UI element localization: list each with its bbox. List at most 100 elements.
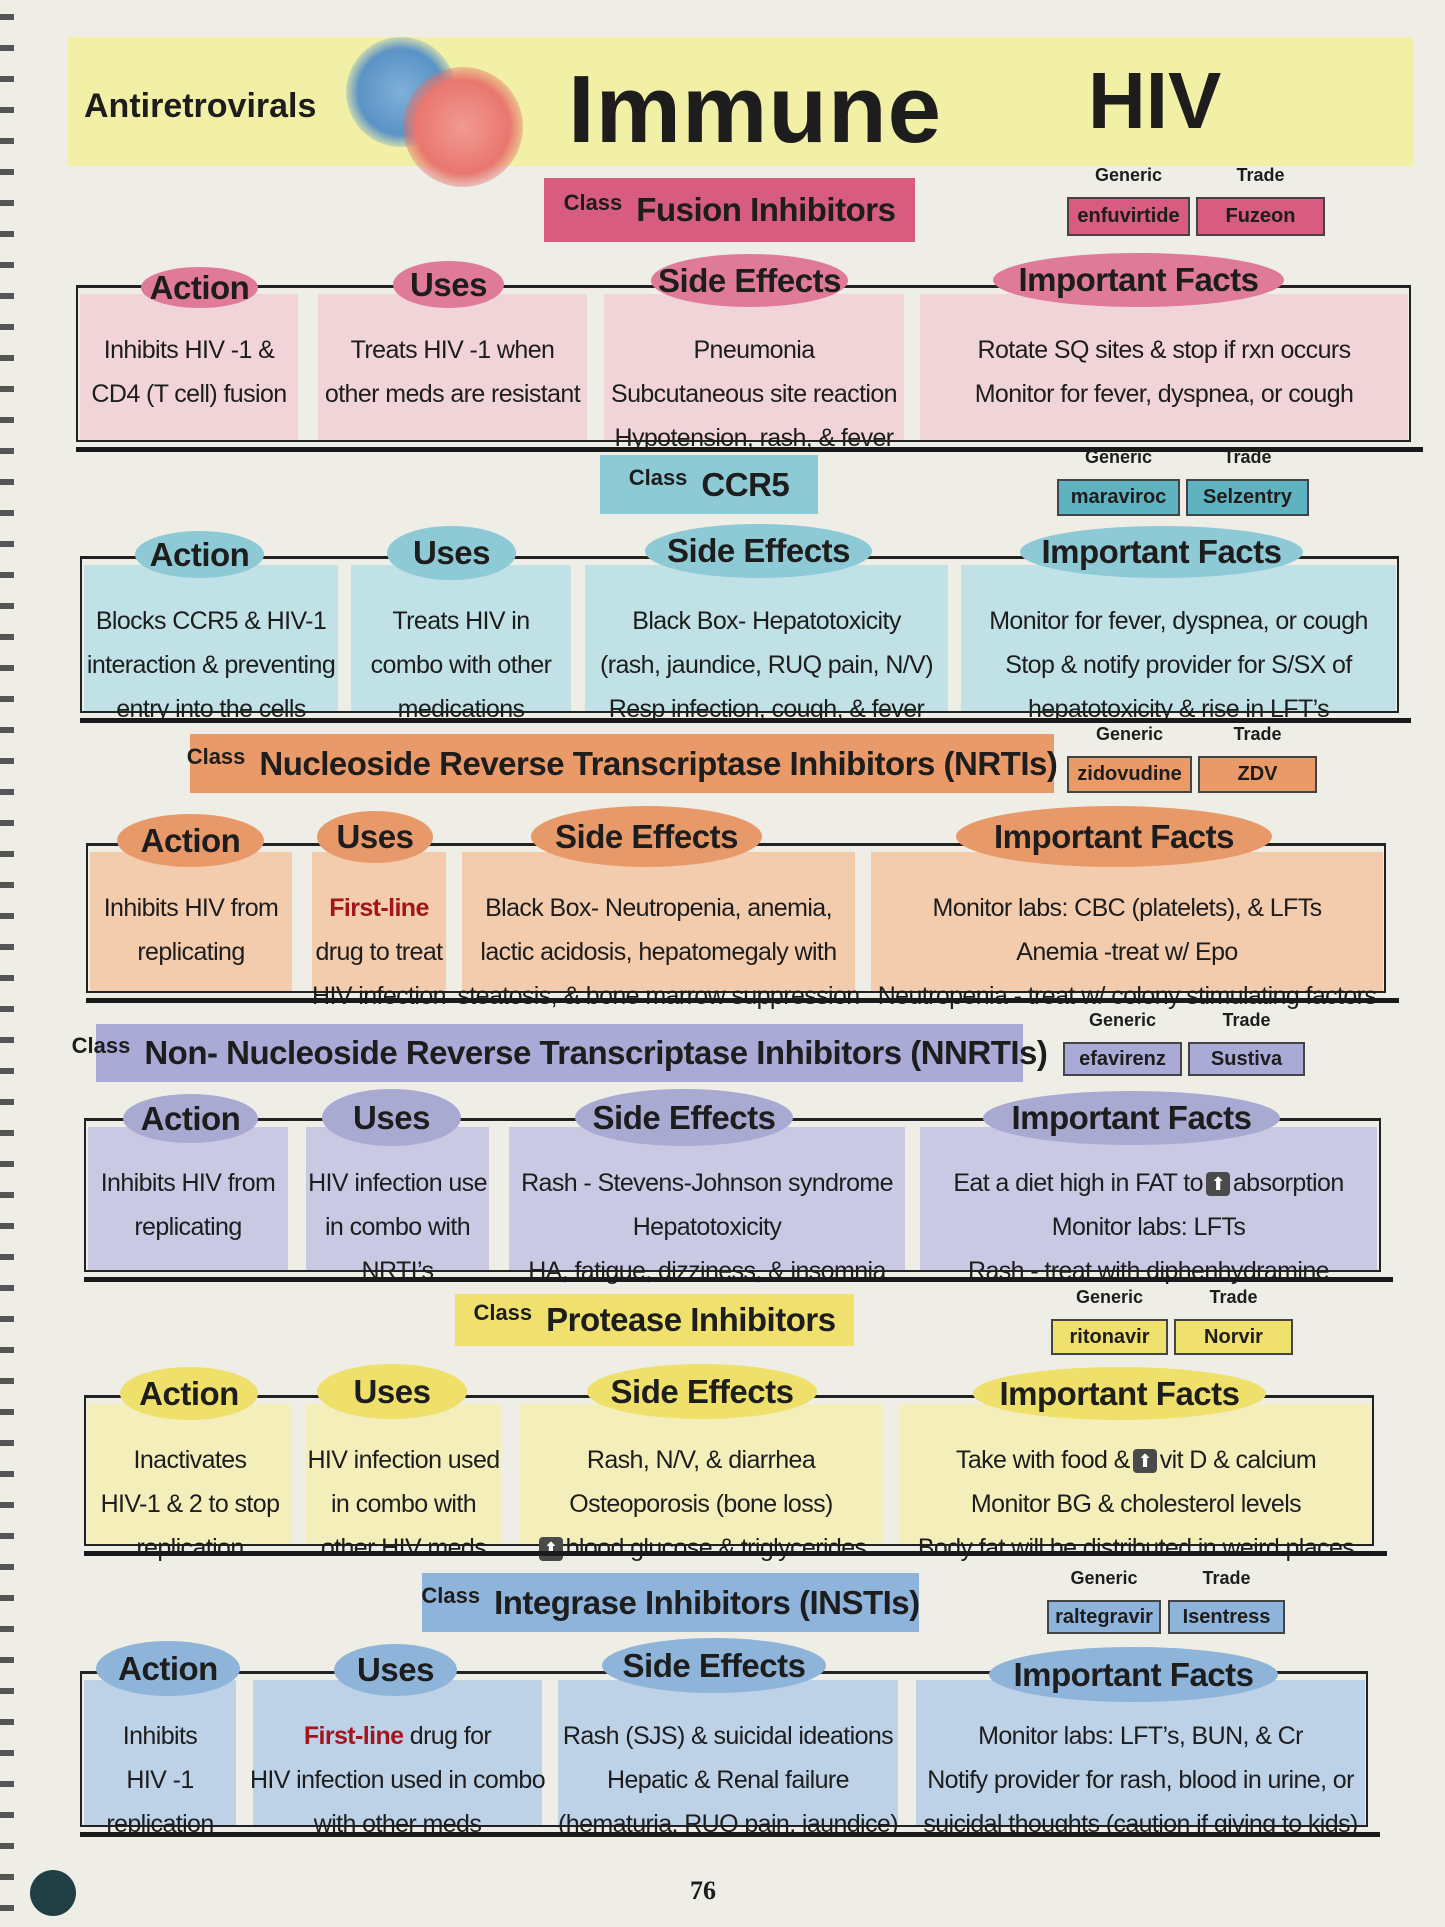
important-facts-heading-pill: Important Facts	[989, 1647, 1278, 1702]
spiral-binding	[0, 0, 14, 1927]
text-segment: Rash - Stevens-Johnson syndrome	[521, 1169, 893, 1197]
side-effects-line: Hypotension, rash, & fever	[615, 416, 895, 460]
uses-heading-pill: Uses	[393, 261, 504, 308]
side-effects-heading-pill: Side Effects	[651, 254, 848, 307]
up-arrow-icon: ⬆	[1132, 1449, 1157, 1474]
text-segment: Osteoporosis (bone loss)	[569, 1490, 833, 1518]
uses-line: Treats HIV in	[392, 599, 530, 643]
page-topic: HIV	[1088, 56, 1222, 145]
class-word: Class	[473, 1300, 533, 1325]
uses-heading-pill: Uses	[322, 1089, 461, 1146]
header-subtitle: Antiretrovirals	[84, 87, 317, 125]
action-line: Inhibits	[122, 1714, 198, 1758]
side-effects-line: Hepatic & Renal failure	[607, 1758, 849, 1802]
generic-heading: Generic	[1084, 447, 1153, 467]
class-name: Nucleoside Reverse Transcriptase Inhibit…	[259, 744, 1058, 782]
uses-line: First-line drug for	[303, 1714, 492, 1758]
trade-name-box: ZDV	[1198, 756, 1317, 793]
class-word: Class	[421, 1582, 481, 1608]
generic-heading: Generic	[1070, 1568, 1138, 1588]
text-segment: steatosis, & bone marrow suppression	[457, 982, 860, 1010]
action-line: interaction & preventing	[86, 643, 336, 687]
action-line: CD4 (T cell) fusion	[91, 372, 287, 416]
text-segment: HIV infection	[312, 982, 447, 1010]
text-segment: combo with other	[370, 651, 552, 679]
action-line: entry into the cells	[116, 687, 306, 731]
action-line: replication	[106, 1802, 214, 1846]
action-line: HIV -1	[126, 1758, 194, 1802]
text-segment: interaction & preventing	[86, 651, 336, 679]
side-effects-line: Pneumonia	[693, 328, 815, 372]
trade-heading: Trade	[1222, 1010, 1271, 1030]
generic-name-box: efavirenz	[1063, 1042, 1182, 1076]
side-effects-line: Rash - Stevens-Johnson syndrome	[521, 1161, 893, 1205]
text-segment: drug for	[403, 1722, 492, 1750]
uses-line: in combo with	[324, 1205, 471, 1249]
action-line: Blocks CCR5 & HIV-1	[96, 599, 327, 643]
trade-heading: Trade	[1236, 165, 1285, 185]
generic-heading: Generic	[1095, 724, 1164, 744]
uses-line: Treats HIV -1 when	[351, 328, 555, 372]
text-segment: HIV infection used	[307, 1446, 500, 1474]
generic-name-box: enfuvirtide	[1067, 197, 1190, 236]
side-effects-line: lactic acidosis, hepatomegaly with	[480, 930, 837, 974]
side-effects-column: Black Box- Hepatotoxicity(rash, jaundice…	[585, 565, 948, 723]
text-segment: drug to treat	[315, 938, 443, 966]
uses-line: HIV infection	[312, 974, 447, 1018]
uses-line: drug to treat	[315, 930, 443, 974]
up-arrow-icon: ⬆	[1205, 1172, 1230, 1197]
class-word: Class	[628, 464, 688, 490]
side-effects-column: Black Box- Neutropenia, anemia,lactic ac…	[457, 852, 860, 1010]
side-effects-heading-pill: Side Effects	[602, 1638, 826, 1693]
action-heading-pill: Action	[123, 1094, 258, 1143]
side-effects-line: Osteoporosis (bone loss)	[569, 1482, 833, 1526]
text-segment: Pneumonia	[693, 336, 815, 364]
action-line: Inhibits HIV from	[104, 886, 279, 930]
important-facts-line: Monitor for fever, dyspnea, or cough	[989, 599, 1368, 643]
important-facts-line: Monitor for fever, dyspnea, or cough	[975, 372, 1354, 416]
text-segment: First-line	[303, 1722, 404, 1750]
text-segment: HIV infection use	[308, 1169, 487, 1197]
text-segment: CD4 (T cell) fusion	[91, 380, 287, 408]
text-segment: Rash (SJS) & suicidal ideations	[562, 1722, 894, 1750]
side-effects-heading-pill: Side Effects	[531, 806, 762, 867]
author-logo	[30, 1870, 76, 1916]
side-effects-heading-pill: Side Effects	[645, 524, 872, 578]
important-facts-line: Notify provider for rash, blood in urine…	[927, 1758, 1354, 1802]
text-segment: Monitor labs: CBC (platelets), & LFTs	[932, 894, 1322, 922]
important-facts-heading-pill: Important Facts	[983, 1091, 1280, 1145]
trade-name-box: Isentress	[1168, 1600, 1285, 1634]
important-facts-line: suicidal thoughts (caution if giving to …	[923, 1802, 1358, 1846]
text-segment: in combo with	[330, 1490, 477, 1518]
uses-line: HIV infection used	[307, 1438, 500, 1482]
text-segment: Inhibits HIV from	[100, 1169, 276, 1197]
uses-line: HIV infection use	[308, 1161, 487, 1205]
action-column: Inhibits HIV -1 &CD4 (T cell) fusion	[80, 294, 298, 440]
important-facts-line: Anemia -treat w/ Epo	[1016, 930, 1238, 974]
text-segment: Anemia -treat w/ Epo	[1016, 938, 1238, 966]
uses-line: with other meds	[314, 1802, 482, 1846]
action-line: Inactivates	[133, 1438, 248, 1482]
text-segment: in combo with	[324, 1213, 471, 1241]
generic-heading: Generic	[1075, 1287, 1144, 1307]
text-segment: Inhibits	[122, 1722, 198, 1750]
important-facts-line: Eat a diet high in FAT to⬆absorption	[953, 1161, 1344, 1205]
text-segment: Inactivates	[133, 1446, 248, 1474]
action-heading-pill: Action	[120, 1367, 258, 1420]
text-segment: Eat a diet high in FAT to	[953, 1169, 1203, 1197]
side-effects-line: Rash (SJS) & suicidal ideations	[562, 1714, 894, 1758]
text-segment: Inhibits HIV from	[103, 894, 279, 922]
